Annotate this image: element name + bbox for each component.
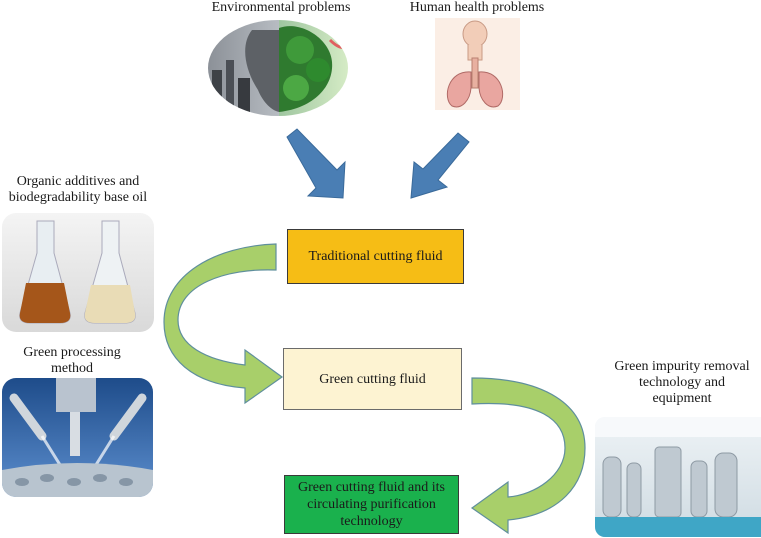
purification-technology-text: Green cutting fluid and its circulating … <box>298 480 445 529</box>
label-human-health-problems: Human health problems <box>409 0 545 15</box>
green-arrow-lower <box>470 377 586 535</box>
label-green-processing: Green processing method <box>23 345 121 376</box>
blue-arrow-left <box>286 128 346 199</box>
green-cutting-fluid-text: Green cutting fluid <box>319 371 426 387</box>
factory-image <box>595 417 761 537</box>
green-arrow-upper <box>163 243 284 405</box>
green-cutting-fluid-box: Green cutting fluid <box>283 348 462 410</box>
nozzles-image <box>2 378 153 497</box>
traditional-cutting-fluid-text: Traditional cutting fluid <box>308 249 443 264</box>
traditional-cutting-fluid-box: Traditional cutting fluid <box>287 229 464 284</box>
label-environmental-problems: Environmental problems <box>211 0 351 15</box>
purification-technology-box: Green cutting fluid and its circulating … <box>284 475 459 534</box>
label-impurity-removal: Green impurity removal technology and eq… <box>614 359 750 406</box>
blue-arrow-right <box>410 132 470 199</box>
label-organic-additives: Organic additives and biodegradability b… <box>8 174 148 205</box>
flasks-image <box>2 213 154 332</box>
